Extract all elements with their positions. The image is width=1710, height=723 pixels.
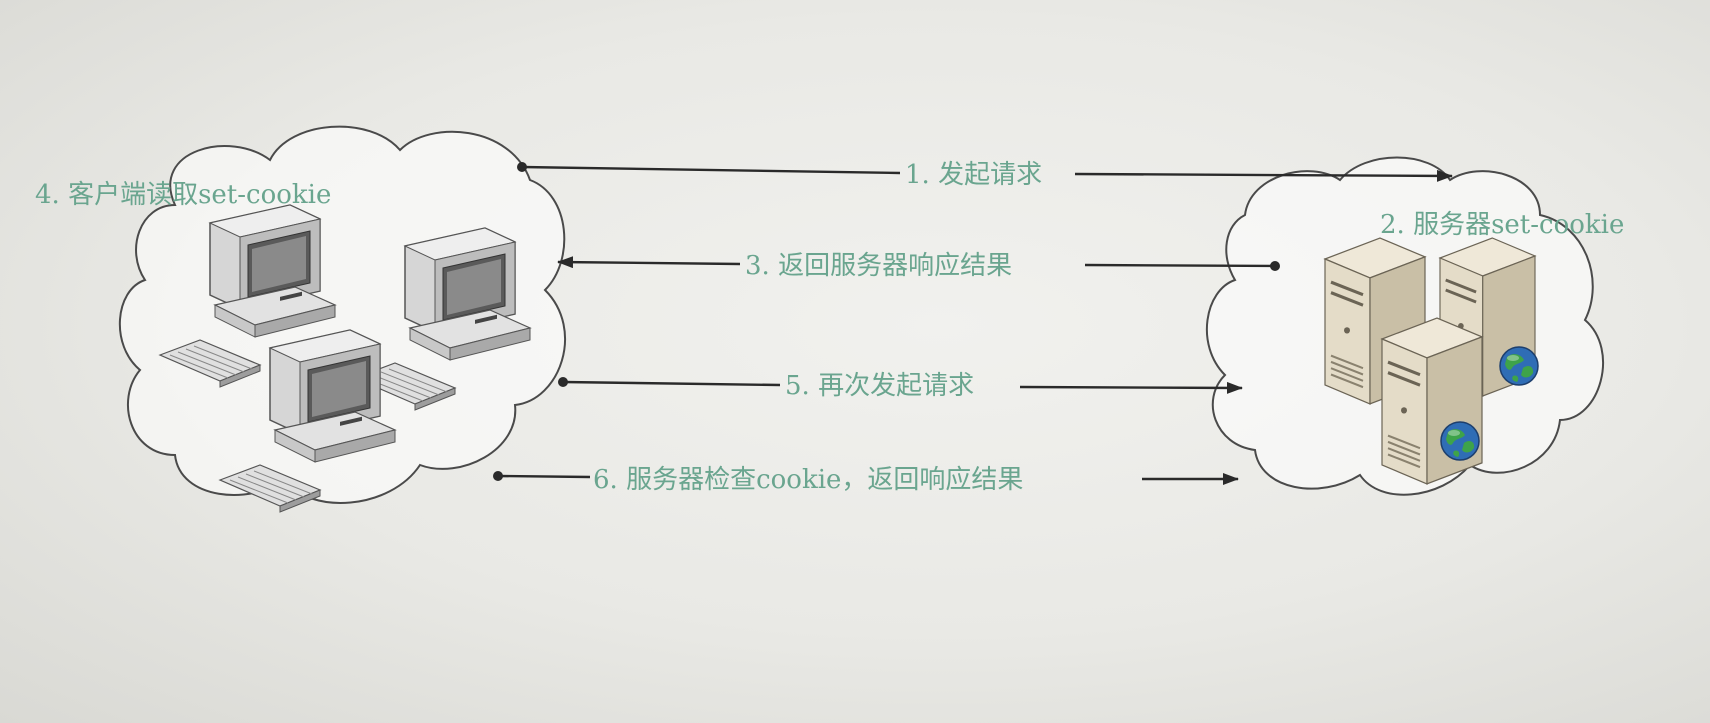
- globe-icon: [1440, 421, 1480, 461]
- step6-label: 6. 服务器检查cookie，返回响应结果: [593, 465, 1023, 495]
- client-read-label: 4. 客户端读取set-cookie: [35, 180, 331, 210]
- step3-response-arrow: [557, 256, 1280, 271]
- step5-label: 5. 再次发起请求: [785, 371, 974, 401]
- globe-icon: [1499, 346, 1539, 386]
- step1-request-arrow: [517, 162, 1453, 182]
- step5-request-arrow: [558, 377, 1243, 394]
- step6-response-arrow: [493, 471, 1239, 485]
- step1-label: 1. 发起请求: [905, 160, 1042, 190]
- step3-label: 3. 返回服务器响应结果: [745, 251, 1012, 281]
- server-set-label: 2. 服务器set-cookie: [1380, 210, 1624, 240]
